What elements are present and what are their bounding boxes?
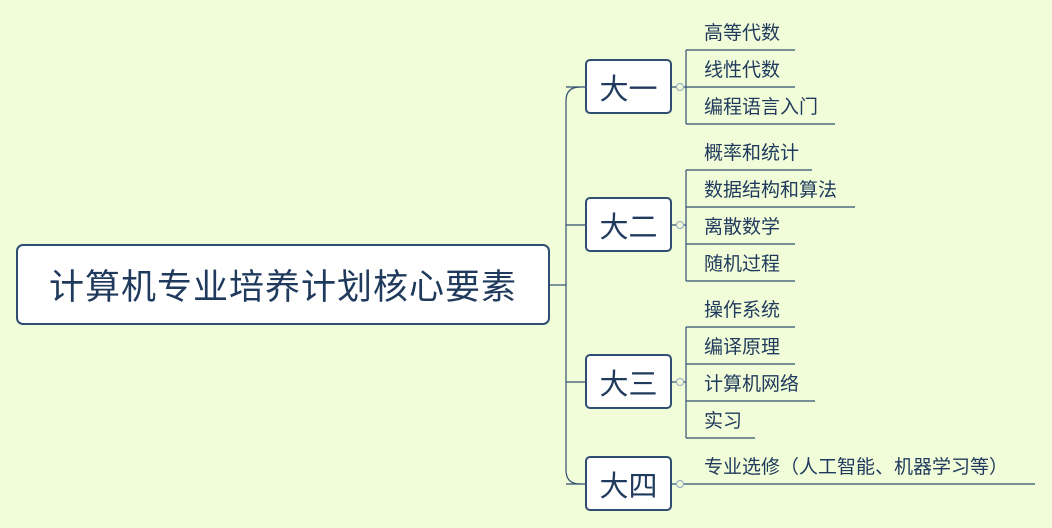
topic-year-1[interactable]: 大一 — [585, 59, 672, 114]
topic-year-2-label: 大二 — [599, 209, 658, 244]
topic-year-4[interactable]: 大四 — [585, 456, 672, 511]
subtopic-course[interactable]: 实习 — [704, 410, 743, 432]
collapse-toggle-icon[interactable] — [676, 83, 684, 91]
collapse-toggle-icon[interactable] — [676, 378, 684, 386]
subtopic-course[interactable]: 编译原理 — [704, 336, 781, 358]
subtopic-course[interactable]: 离散数学 — [704, 216, 781, 238]
root-topic-label: 计算机专业培养计划核心要素 — [48, 268, 517, 308]
topic-year-3-label: 大三 — [599, 366, 658, 401]
subtopic-course[interactable]: 随机过程 — [704, 253, 781, 275]
subtopic-course[interactable]: 编程语言入门 — [704, 96, 819, 118]
subtopic-course[interactable]: 高等代数 — [704, 22, 781, 44]
subtopic-course[interactable]: 概率和统计 — [704, 142, 800, 164]
subtopic-course[interactable]: 数据结构和算法 — [704, 179, 838, 201]
subtopic-course[interactable]: 计算机网络 — [704, 373, 800, 395]
topic-year-4-label: 大四 — [599, 468, 658, 503]
collapse-toggle-icon[interactable] — [676, 480, 684, 488]
connector-line — [565, 86, 581, 485]
subtopic-course[interactable]: 线性代数 — [704, 59, 781, 81]
subtopic-course[interactable]: 专业选修（人工智能、机器学习等） — [704, 456, 1009, 478]
subtopic-course[interactable]: 操作系统 — [704, 299, 781, 321]
root-topic[interactable]: 计算机专业培养计划核心要素 — [16, 244, 550, 325]
collapse-toggle-icon[interactable] — [676, 221, 684, 229]
topic-year-3[interactable]: 大三 — [585, 354, 672, 409]
topic-year-1-label: 大一 — [599, 71, 658, 106]
topic-year-2[interactable]: 大二 — [585, 197, 672, 252]
